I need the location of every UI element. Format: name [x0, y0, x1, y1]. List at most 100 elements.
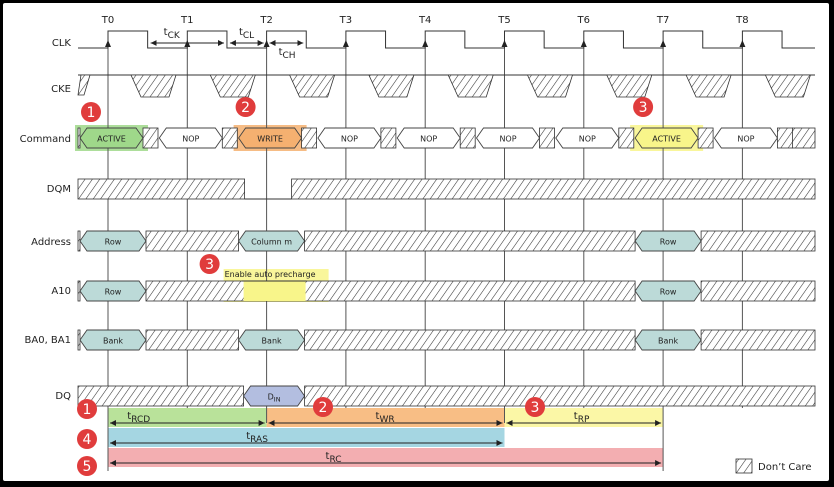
rising-edge-arrow-icon — [263, 40, 270, 47]
command-nop — [555, 127, 620, 149]
bank-value-label: Bank — [262, 337, 282, 346]
cke-dont-care — [447, 74, 494, 98]
signal-label-clk: CLK — [52, 38, 72, 49]
clock-edge-label-t8: T8 — [735, 15, 748, 26]
clock-edge-label-t6: T6 — [577, 15, 590, 26]
a10-dont-care — [145, 280, 636, 302]
command-nop-label: NOP — [182, 135, 199, 144]
clock-edge-label-t4: T4 — [418, 15, 431, 26]
a10-value-label: Row — [105, 288, 122, 297]
tck-label: tCK — [164, 27, 181, 41]
cke-dont-care — [368, 74, 415, 98]
timing-label-trcd: tRCD — [127, 411, 150, 425]
bank-value-label: Bank — [103, 337, 123, 346]
command-nop — [475, 127, 541, 149]
cke-dont-care — [288, 74, 336, 98]
dq-data-in-label: DIN — [268, 393, 281, 404]
timing-badge-3 — [525, 397, 545, 417]
step-badge-2 — [235, 97, 256, 117]
a10-high-region — [243, 281, 306, 301]
rising-edge-arrow-icon — [660, 40, 667, 47]
command-active — [79, 127, 144, 149]
dqm-dont-care — [291, 178, 816, 200]
step-badge-3 — [633, 97, 654, 117]
cke-dont-care — [526, 74, 574, 98]
command-dont-care — [301, 127, 318, 149]
clock-edge-label-t0: T0 — [101, 15, 114, 26]
command-nop — [317, 127, 382, 149]
step-badge-1-number: 1 — [87, 105, 96, 121]
rising-edge-arrow-icon — [105, 40, 111, 47]
address-value-label: Row — [660, 238, 677, 247]
tcl-label: tCL — [239, 27, 254, 41]
timing-label-twr: tWR — [376, 411, 395, 425]
command-active — [634, 127, 699, 149]
timing-badge-4 — [77, 429, 97, 449]
cke-dont-care — [606, 74, 653, 98]
command-active-label: ACTIVE — [652, 135, 681, 144]
dqm-dont-care — [77, 178, 246, 200]
timing-label-trc: tRC — [326, 451, 342, 465]
address-value-label: Column m — [251, 238, 292, 247]
dont-care-legend-icon — [735, 458, 753, 474]
command-nop-label: NOP — [579, 135, 596, 144]
signal-label-cke: CKE — [51, 84, 71, 95]
clock-edge-label-t5: T5 — [497, 15, 510, 26]
step-badge-3-number: 3 — [639, 100, 648, 116]
timing-bar-trc — [108, 448, 664, 467]
signal-label-dq: DQ — [55, 391, 71, 402]
dont-care-legend-label: Don’t Care — [758, 462, 812, 473]
command-nop-label: NOP — [341, 135, 358, 144]
dq-dont-care — [304, 385, 816, 407]
clock-edge-label-t1: T1 — [180, 15, 193, 26]
tch-label: tCH — [279, 47, 296, 61]
timing-label-tras: tRAS — [246, 431, 268, 445]
signal-label-dqm: DQM — [47, 184, 71, 195]
cke-dont-care — [77, 74, 91, 96]
command-dont-care — [221, 127, 238, 149]
clk-waveform — [78, 30, 815, 49]
rising-edge-arrow-icon — [739, 40, 746, 47]
timing-badge-5-number: 5 — [83, 459, 92, 475]
signal-label-a10: A10 — [51, 286, 71, 297]
command-dont-care — [777, 127, 793, 149]
step-badge-2-number: 2 — [241, 100, 250, 116]
address-dont-care — [304, 230, 636, 252]
command-dont-care — [380, 127, 397, 149]
timing-badge-2 — [313, 397, 333, 417]
timing-badge-2-number: 2 — [319, 400, 328, 416]
rising-edge-arrow-icon — [501, 40, 508, 47]
cke-dont-care — [685, 74, 732, 98]
command-dont-care — [459, 127, 476, 149]
command-write-label: WRITE — [257, 135, 283, 144]
auto-precharge-annotation: Enable auto precharge — [225, 270, 316, 279]
timing-badge-5 — [77, 456, 97, 476]
rising-edge-arrow-icon — [580, 40, 587, 47]
clock-edge-label-t3: T3 — [339, 15, 352, 26]
timing-label-trp: tRP — [574, 411, 590, 425]
signal-label-command: Command — [20, 134, 71, 145]
dq-dont-care — [77, 385, 245, 407]
command-dont-care — [697, 127, 714, 149]
command-active-label: ACTIVE — [97, 135, 126, 144]
step-badge-3-precharge — [199, 254, 220, 274]
command-nop — [158, 127, 223, 149]
signal-label-address: Address — [31, 237, 71, 248]
timing-badge-1 — [77, 399, 97, 419]
bank-dont-care — [145, 329, 239, 351]
step-badge-3-precharge-number: 3 — [205, 257, 214, 273]
a10-value-label: Row — [660, 288, 677, 297]
bank-dont-care — [700, 329, 816, 351]
bank-value-label: Bank — [658, 337, 678, 346]
cke-dont-care — [764, 74, 811, 98]
clock-edge-label-t2: T2 — [259, 15, 272, 26]
command-dont-care — [539, 127, 555, 149]
command-nop — [396, 127, 461, 149]
command-nop-label: NOP — [420, 135, 437, 144]
address-dont-care — [145, 230, 239, 252]
address-value-label: Row — [105, 238, 122, 247]
command-write — [238, 127, 303, 149]
signal-label-bank: BA0, BA1 — [25, 335, 71, 346]
command-nop-label: NOP — [499, 135, 516, 144]
